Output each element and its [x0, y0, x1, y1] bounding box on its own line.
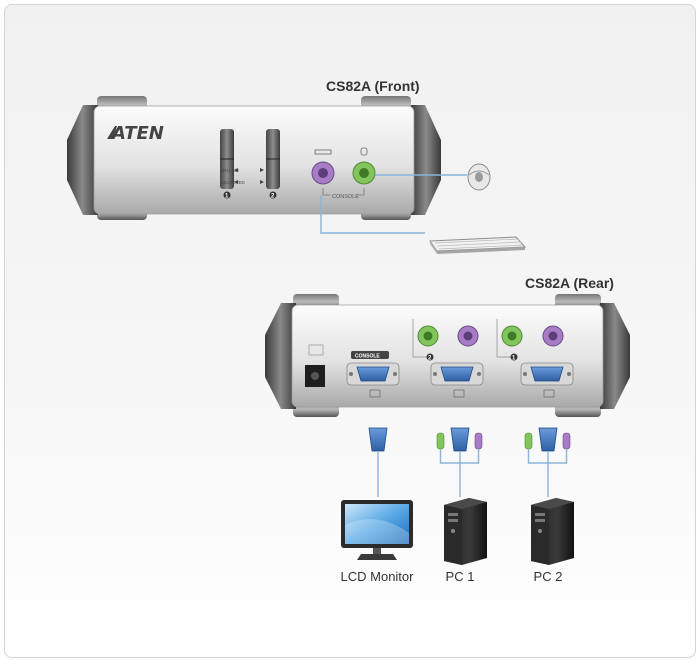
front-left-cap: [67, 105, 98, 215]
keyboard-cable: [320, 195, 425, 234]
port-2-number-badge: [269, 191, 277, 199]
pc2-label: PC 2: [533, 569, 563, 584]
pc1-tower-icon: [444, 498, 487, 565]
rear-console-label-plate: [351, 351, 389, 359]
lcd-monitor-label: LCD Monitor: [340, 569, 414, 584]
diagram-canvas: ATEN: [67, 96, 630, 565]
kvm-front-unit: [67, 96, 441, 220]
pc1-mouse-plug: [436, 432, 445, 450]
pc1-label: PC 1: [445, 569, 475, 584]
selected-right-arrow-icon: [260, 180, 264, 184]
port-1-number-badge: [223, 191, 231, 199]
selected-label: SELECTED: [221, 180, 246, 185]
port-1-number-badge-rear: [510, 353, 518, 361]
monitor-cable: [368, 427, 388, 497]
kvm-rear-unit: [265, 294, 630, 417]
rear-port-1-number: 1: [512, 356, 516, 362]
keyboard-icon: [429, 236, 527, 254]
svg-text:ATEN: ATEN: [110, 123, 164, 144]
front-cables: [320, 174, 467, 234]
keyboard-port-icon: [314, 149, 332, 155]
rear-title: CS82A (Rear): [525, 275, 614, 291]
front-console-label: CONSOLE: [332, 194, 359, 200]
front-right-cap: [411, 105, 441, 215]
online-right-arrow-icon: [260, 168, 264, 172]
online-left-arrow-icon: [234, 168, 238, 172]
front-port-1-number: 1: [225, 194, 229, 200]
pc1-cable-set: [436, 427, 483, 497]
pc2-keyboard-plug: [562, 432, 571, 450]
pc1-keyboard-plug: [474, 432, 483, 450]
rear-console-label: CONSOLE: [355, 354, 380, 360]
pc2-tower-icon: [531, 498, 574, 565]
monitor-vga-plug: [368, 427, 388, 452]
rear-body: [291, 304, 604, 408]
port-1-vga-port: [530, 366, 564, 382]
mouse-port-icon: [360, 147, 368, 156]
pc2-cable-set: [524, 427, 571, 497]
power-rating-label: [308, 344, 324, 356]
online-label: ON LINE: [221, 168, 239, 173]
port-2-vga-port: [440, 366, 474, 382]
front-title: CS82A (Front): [326, 78, 420, 94]
front-body: [93, 105, 415, 215]
mouse-icon: [467, 163, 491, 191]
pc1-vga-plug: [450, 427, 470, 452]
port-2-number-badge-rear: [426, 353, 434, 361]
pc2-vga-plug: [538, 427, 558, 452]
diagram-frame: ATEN: [4, 4, 696, 658]
rear-left-cap: [265, 303, 296, 409]
rear-console-vga-port: [356, 366, 390, 382]
rear-console-monitor-icon: [369, 389, 381, 398]
lcd-monitor-icon: [341, 500, 413, 560]
aten-logo: ATEN: [107, 123, 164, 144]
selected-left-arrow-icon: [234, 180, 238, 184]
rear-port-2-number: 2: [428, 356, 432, 362]
front-port-2-number: 2: [271, 194, 275, 200]
rear-right-cap: [600, 303, 630, 409]
pc2-mouse-plug: [524, 432, 533, 450]
